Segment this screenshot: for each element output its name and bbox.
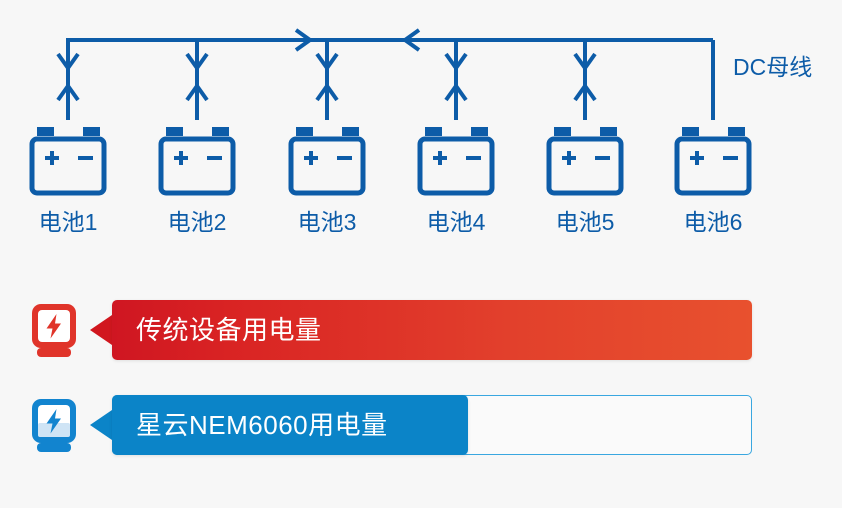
nem6060-consumption-bar: 星云NEM6060用电量: [112, 395, 468, 455]
battery-5-label: 电池5: [555, 209, 615, 235]
branch-lines-group: [56, 40, 715, 120]
battery-6-symbol: [674, 127, 752, 196]
nem6060-consumption-label: 星云NEM6060用电量: [136, 410, 388, 440]
branch-battery-3: [315, 40, 339, 120]
battery-1-symbol: [29, 127, 107, 196]
battery-2-label: 电池2: [167, 209, 227, 235]
bus-arrow-right-icon: [294, 28, 314, 52]
legacy-consumption-bar: 传统设备用电量: [112, 300, 752, 360]
battery-3-symbol: [288, 127, 366, 196]
bus-arrow-left-icon: [401, 28, 421, 52]
battery-2-symbol: [158, 127, 236, 196]
battery-6-label: 电池6: [683, 209, 743, 235]
dc-bus-label: DC母线: [733, 54, 813, 80]
branch-battery-2: [185, 40, 209, 120]
nem6060-bar-pointer: [90, 410, 112, 440]
battery-symbols-group: [29, 127, 752, 196]
branch-battery-4: [444, 40, 468, 120]
battery-3-label: 电池3: [297, 209, 357, 235]
branch-battery-1: [56, 40, 80, 120]
branch-battery-5: [573, 40, 597, 120]
battery-5-symbol: [546, 127, 624, 196]
battery-4-symbol: [417, 127, 495, 196]
lightning-device-blue-icon: [32, 399, 76, 452]
legacy-consumption-label: 传统设备用电量: [136, 315, 322, 345]
dc-bus-group: [66, 28, 713, 52]
battery-1-label: 电池1: [38, 209, 98, 235]
battery-4-label: 电池4: [426, 209, 486, 235]
lightning-device-red-icon: [32, 304, 76, 357]
legacy-bar-pointer: [90, 315, 112, 345]
